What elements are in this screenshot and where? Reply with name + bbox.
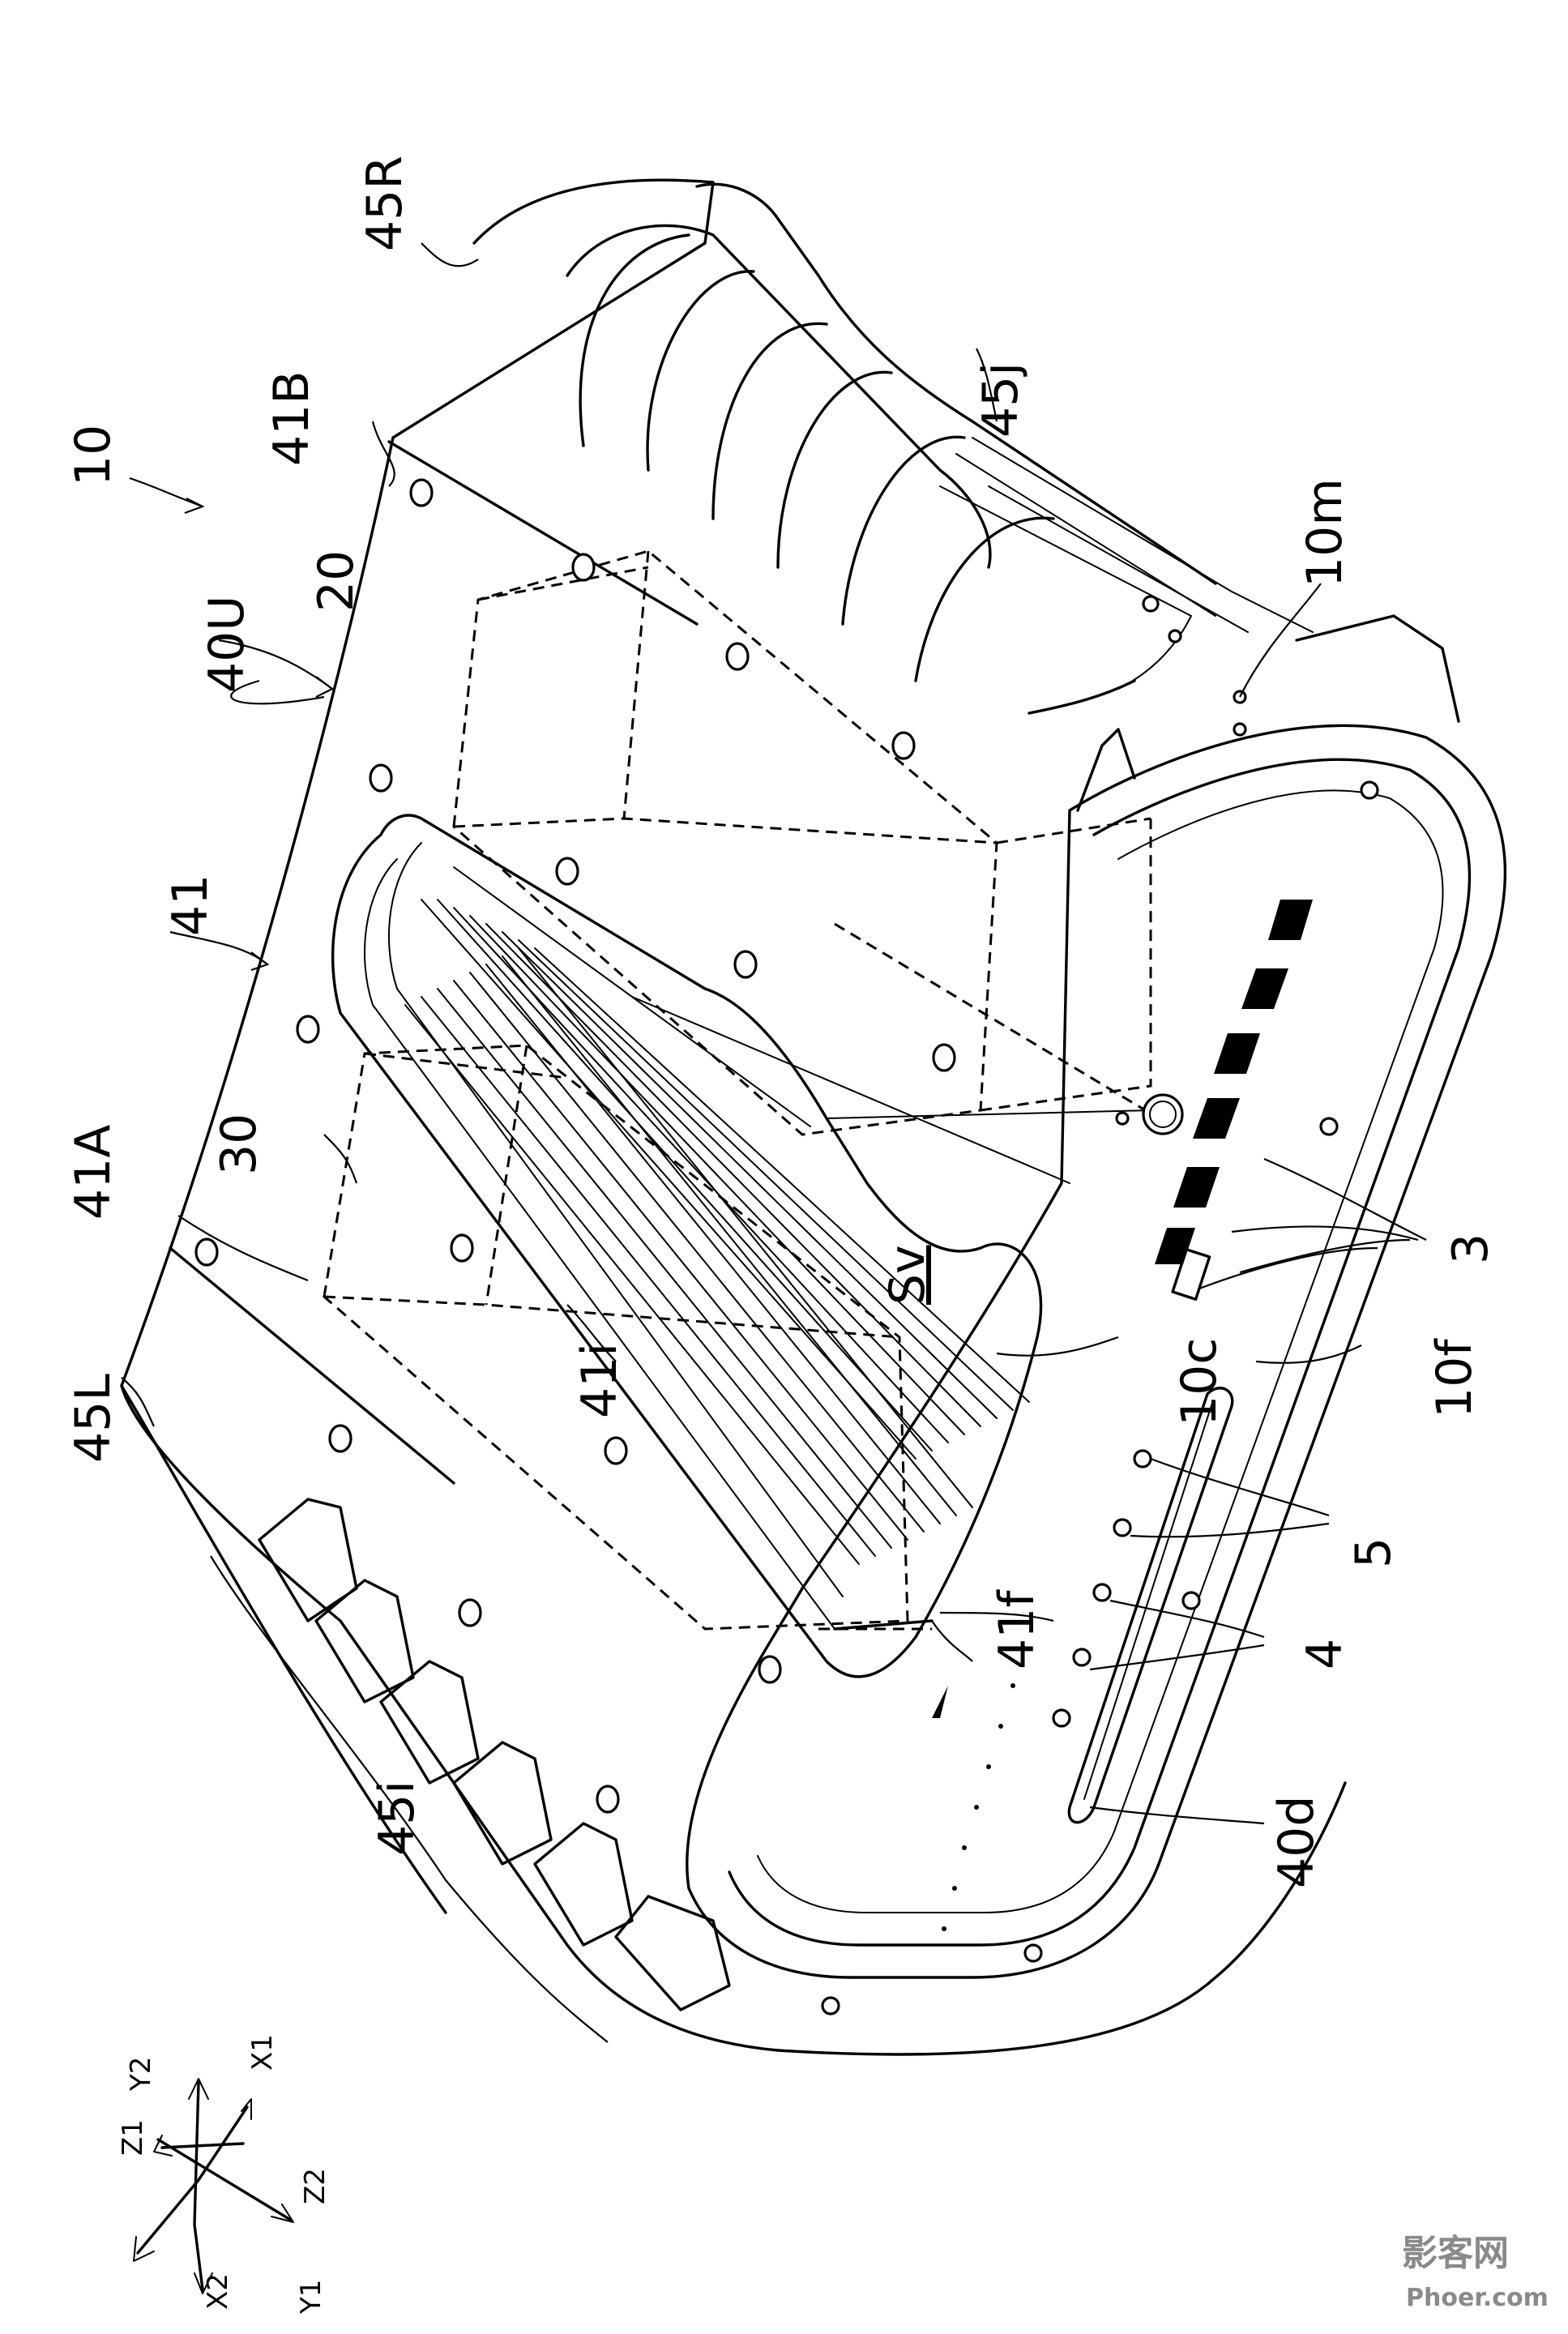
label-10c: 10c (1171, 1338, 1228, 1426)
axis-label-x2: X2 (202, 2273, 234, 2310)
label-41B: 41B (263, 370, 320, 466)
label-10f: 10f (1426, 1338, 1483, 1418)
reference-labels: 10 45R 41B 20 40U 41 41A 30 45L 45i 41i … (65, 156, 1499, 1888)
inner-fins (404, 899, 1030, 1565)
label-45i: 45i (369, 1780, 425, 1856)
label-10m: 10m (1297, 478, 1353, 588)
label-41: 41 (162, 874, 219, 936)
left-side-vents (258, 1498, 731, 2011)
label-3: 3 (1442, 1233, 1499, 1264)
label-30: 30 (211, 1114, 267, 1175)
axis-label-y2: Y2 (125, 2057, 157, 2092)
label-41i: 41i (571, 1343, 628, 1418)
front-face-outline (686, 724, 1506, 1979)
label-10: 10 (65, 425, 122, 486)
front-ports (821, 780, 1379, 2016)
label-20: 20 (308, 550, 365, 612)
watermark: 影客网 Phoer.com (1402, 2233, 1549, 2312)
axis-label-z1: Z1 (117, 2119, 149, 2156)
device-body (120, 178, 1506, 2056)
label-45L: 45L (65, 1374, 122, 1463)
axis-indicator: X1 Y2 Z1 Z2 X2 Y1 (117, 2034, 331, 2315)
label-Sv: Sv (879, 1245, 936, 1305)
axis-label-x1: X1 (246, 2034, 279, 2071)
watermark-en: Phoer.com (1406, 2284, 1549, 2312)
component-20-box (452, 549, 1160, 1136)
label-41A: 41A (65, 1125, 122, 1220)
label-5: 5 (1345, 1537, 1402, 1568)
axis-label-z2: Z2 (299, 2168, 331, 2204)
label-40d: 40d (1268, 1796, 1325, 1888)
component-30-box (323, 1044, 932, 1631)
leader-lines (121, 242, 1427, 2043)
axis-label-y1: Y1 (295, 2280, 327, 2315)
central-recess (331, 814, 1151, 1678)
label-41f: 41f (989, 1589, 1045, 1669)
screw-holes (194, 478, 956, 1814)
right-side-fins (566, 182, 1460, 812)
watermark-cn: 影客网 (1402, 2233, 1509, 2274)
label-45j: 45j (972, 362, 1029, 438)
top-plate-outline (120, 178, 715, 1914)
label-40U: 40U (199, 596, 255, 693)
label-45R: 45R (357, 156, 413, 251)
label-4: 4 (1297, 1639, 1353, 1669)
